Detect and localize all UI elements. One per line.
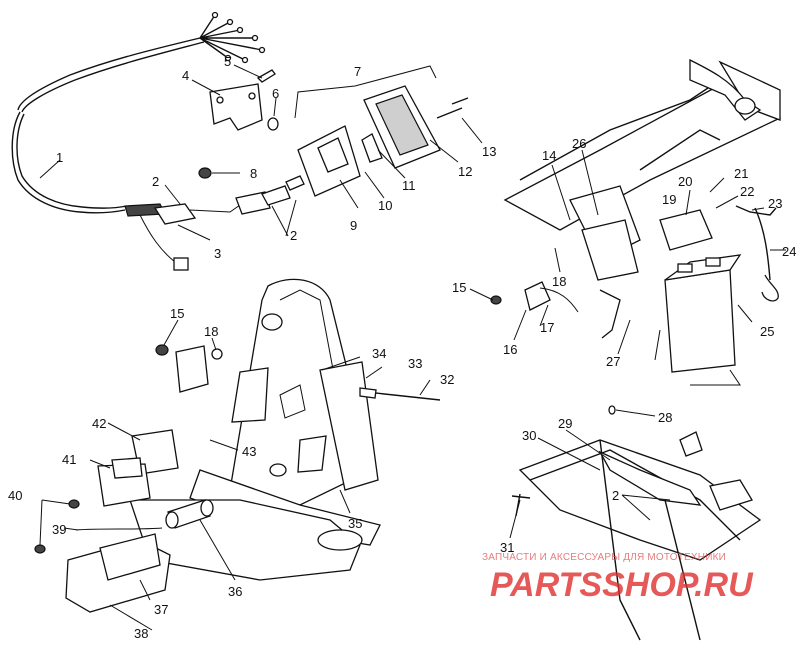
- callout-18: 18: [204, 324, 218, 339]
- callout-43: 43: [242, 444, 256, 459]
- callout-36: 36: [228, 584, 242, 599]
- callout-29: 29: [558, 416, 572, 431]
- callout-11: 11: [402, 178, 416, 193]
- callout-32: 32: [440, 372, 454, 387]
- callout-12: 12: [458, 164, 472, 179]
- callout-21: 21: [734, 166, 748, 181]
- left-small-parts: [34, 344, 223, 613]
- callout-30: 30: [522, 428, 536, 443]
- wiring-harness: [11, 11, 291, 271]
- callout-37: 37: [154, 602, 168, 617]
- callout-20: 20: [678, 174, 692, 189]
- callout-2: 2: [290, 228, 297, 243]
- frame-rear-section: [503, 58, 782, 231]
- callout-16: 16: [503, 342, 517, 357]
- callout-18: 18: [552, 274, 566, 289]
- callout-22: 22: [740, 184, 754, 199]
- callout-38: 38: [134, 626, 148, 641]
- callout-27: 27: [606, 354, 620, 369]
- bracket-plate: [198, 69, 279, 179]
- watermark-logo: PARTSSHOP.RU: [490, 566, 754, 604]
- lower-frame-view: [511, 405, 762, 641]
- callout-13: 13: [482, 144, 496, 159]
- callout-42: 42: [92, 416, 106, 431]
- watermark-logo-text: PARTSSHOP.RU: [490, 566, 754, 604]
- callout-10: 10: [378, 198, 392, 213]
- callout-6: 6: [272, 86, 279, 101]
- callout-15: 15: [170, 306, 184, 321]
- callout-31: 31: [500, 540, 514, 555]
- callout-3: 3: [214, 246, 221, 261]
- callout-40: 40: [8, 488, 22, 503]
- callout-23: 23: [768, 196, 782, 211]
- callout-9: 9: [350, 218, 357, 233]
- callout-35: 35: [348, 516, 362, 531]
- callout-2: 2: [152, 174, 159, 189]
- watermark-caption: ЗАПЧАСТИ И АКСЕССУАРЫ ДЛЯ МОТОТЕХНИКИ: [482, 552, 727, 563]
- callout-19: 19: [662, 192, 676, 207]
- callout-7: 7: [354, 64, 361, 79]
- callout-14: 14: [542, 148, 556, 163]
- callout-25: 25: [760, 324, 774, 339]
- callout-4: 4: [182, 68, 189, 83]
- callout-41: 41: [62, 452, 76, 467]
- callout-39: 39: [52, 522, 66, 537]
- callout-1: 1: [56, 150, 63, 165]
- callout-15: 15: [452, 280, 466, 295]
- callout-2: 2: [612, 488, 619, 503]
- callout-numbers: 1 2 2 2 3 4 5 6 7 8 9 10 11 12 13 14 15 …: [8, 54, 796, 641]
- leader-lines: [39, 64, 786, 631]
- center-frame-bracket: [129, 278, 441, 581]
- callout-33: 33: [408, 356, 422, 371]
- battery-box: [490, 185, 779, 386]
- callout-24: 24: [782, 244, 796, 259]
- callout-34: 34: [372, 346, 386, 361]
- callout-5: 5: [224, 54, 231, 69]
- callout-8: 8: [250, 166, 257, 181]
- callout-26: 26: [572, 136, 586, 151]
- callout-28: 28: [658, 410, 672, 425]
- tail-light-assembly: [285, 65, 469, 197]
- callout-17: 17: [540, 320, 554, 335]
